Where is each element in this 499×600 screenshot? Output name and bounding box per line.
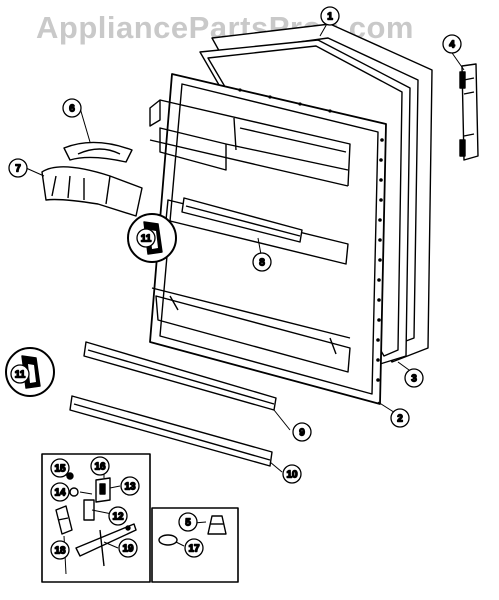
callout-16[interactable]: 16 xyxy=(90,456,110,476)
callout-circle xyxy=(90,456,110,476)
callout-label: 4 xyxy=(449,40,455,51)
callout-label: 13 xyxy=(124,482,136,493)
callout-4[interactable]: 4 xyxy=(442,34,462,54)
callout-label: 3 xyxy=(411,374,417,385)
callout-label: 10 xyxy=(286,470,298,481)
callout-7[interactable]: 7 xyxy=(8,158,28,178)
callout-label: 14 xyxy=(54,488,66,499)
callout-15[interactable]: 15 xyxy=(50,458,70,478)
end-cap-inset-lower xyxy=(5,347,55,397)
dairy-compartment xyxy=(41,166,143,217)
callout-1[interactable]: 1 xyxy=(320,6,340,26)
callout-2[interactable]: 2 xyxy=(390,408,410,428)
callout-circle xyxy=(292,422,312,442)
callout-3[interactable]: 3 xyxy=(404,368,424,388)
callout-10[interactable]: 10 xyxy=(282,464,302,484)
callout-6[interactable]: 6 xyxy=(62,98,82,118)
callout-circle xyxy=(50,540,70,560)
callout-circle xyxy=(10,364,30,384)
callout-label: 12 xyxy=(112,512,124,523)
callout-label: 19 xyxy=(122,544,134,555)
callout-circle xyxy=(320,6,340,26)
callout-circle xyxy=(108,506,128,526)
callout-circle xyxy=(50,458,70,478)
callout-label: 2 xyxy=(397,414,403,425)
callout-circle xyxy=(178,512,198,532)
callout-circle xyxy=(282,464,302,484)
callout-circle xyxy=(62,98,82,118)
callout-11b[interactable]: 11 xyxy=(10,364,30,384)
callout-label: 17 xyxy=(188,544,200,555)
callout-13[interactable]: 13 xyxy=(120,476,140,496)
door-inner-liner xyxy=(149,73,387,405)
callout-label: 9 xyxy=(299,428,305,439)
callout-circle xyxy=(118,538,138,558)
callout-label: 8 xyxy=(259,258,265,269)
callout-11a[interactable]: 11 xyxy=(136,228,156,248)
callout-circle xyxy=(404,368,424,388)
callout-17[interactable]: 17 xyxy=(184,538,204,558)
callout-label: 11 xyxy=(141,234,152,245)
callout-circle xyxy=(8,158,28,178)
callout-circle xyxy=(136,228,156,248)
callout-9[interactable]: 9 xyxy=(292,422,312,442)
callout-circle xyxy=(252,252,272,272)
callout-label: 11 xyxy=(15,370,26,381)
callout-label: 6 xyxy=(69,104,75,115)
callout-label: 16 xyxy=(94,462,106,473)
shelf-bar-10 xyxy=(69,395,273,467)
callout-label: 5 xyxy=(185,518,191,529)
callout-5[interactable]: 5 xyxy=(178,512,198,532)
callout-circle xyxy=(120,476,140,496)
dairy-door xyxy=(63,141,133,163)
callout-8[interactable]: 8 xyxy=(252,252,272,272)
callout-19[interactable]: 19 xyxy=(118,538,138,558)
callout-14[interactable]: 14 xyxy=(50,482,70,502)
callout-18[interactable]: 18 xyxy=(50,540,70,560)
callout-label: 18 xyxy=(54,546,66,557)
callout-circle xyxy=(442,34,462,54)
callout-label: 15 xyxy=(54,464,66,475)
door-handle xyxy=(459,63,479,161)
callout-circle xyxy=(50,482,70,502)
callout-circle xyxy=(184,538,204,558)
callout-circle xyxy=(390,408,410,428)
door-rail-middle xyxy=(181,197,303,243)
callout-12[interactable]: 12 xyxy=(108,506,128,526)
callout-label: 7 xyxy=(15,164,21,175)
callout-label: 1 xyxy=(327,12,333,23)
